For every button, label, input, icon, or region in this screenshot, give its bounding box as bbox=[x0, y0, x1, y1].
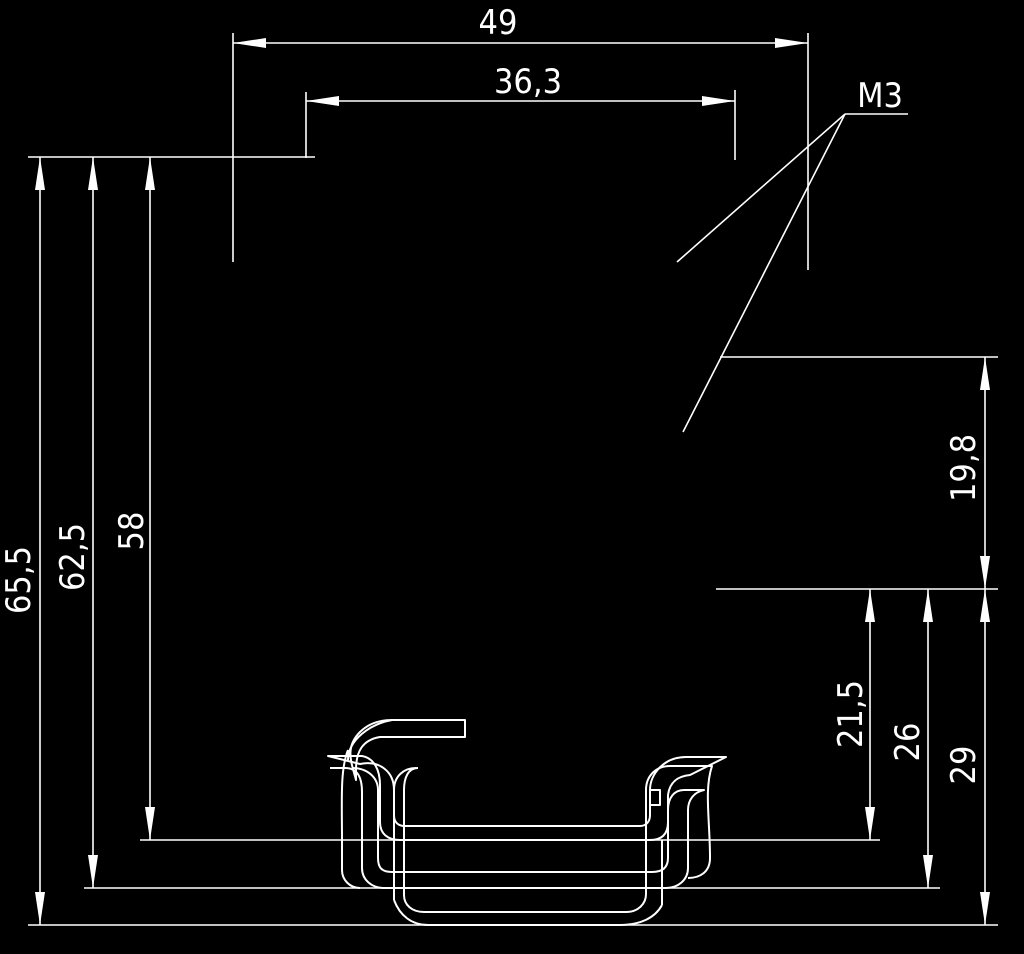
arrow-bottom-19-8 bbox=[980, 556, 990, 589]
arrow-top-21-5 bbox=[865, 589, 875, 622]
arrow-top-62-5 bbox=[88, 157, 98, 190]
dimension-label-58: 58 bbox=[112, 512, 152, 551]
dimension-21-5: 21,5 bbox=[831, 589, 875, 840]
dimension-65-5: 65,5 bbox=[0, 157, 45, 925]
arrow-top-65-5 bbox=[35, 157, 45, 190]
dimension-62-5: 62,5 bbox=[53, 157, 98, 888]
arrow-top-26 bbox=[923, 589, 933, 622]
arrow-bottom-29 bbox=[980, 892, 990, 925]
dimension-label-21-5: 21,5 bbox=[831, 680, 871, 748]
arrow-bottom-21-5 bbox=[865, 807, 875, 840]
thread-callout-m3: M3 bbox=[676, 76, 908, 433]
thread-label-m3: M3 bbox=[857, 76, 903, 116]
arrow-bottom-58 bbox=[145, 807, 155, 840]
dimension-26: 26 bbox=[888, 589, 933, 888]
arrow-bottom-65-5 bbox=[35, 892, 45, 925]
dimension-label-62-5: 62,5 bbox=[53, 523, 93, 591]
dimension-19-8: 19,8 bbox=[944, 357, 990, 589]
dimension-label-49: 49 bbox=[479, 3, 518, 43]
rail-profile-large-body bbox=[340, 719, 713, 926]
dimension-label-19-8: 19,8 bbox=[944, 434, 984, 502]
rail-profile-large bbox=[349, 719, 466, 781]
rail-profile-small bbox=[327, 755, 727, 841]
arrow-left-49 bbox=[233, 38, 266, 48]
dimension-label-26: 26 bbox=[888, 723, 928, 762]
rail-profile-medium bbox=[330, 767, 705, 889]
arrow-top-29 bbox=[980, 589, 990, 622]
dimension-58: 58 bbox=[112, 157, 155, 840]
arrow-right-49 bbox=[775, 38, 808, 48]
arrow-right-36-3 bbox=[702, 96, 735, 106]
dimension-label-65-5: 65,5 bbox=[0, 546, 39, 614]
rail-profile-group bbox=[327, 719, 727, 926]
arrow-top-58 bbox=[145, 157, 155, 190]
arrow-bottom-26 bbox=[923, 855, 933, 888]
arrow-left-36-3 bbox=[306, 96, 339, 106]
dimension-49: 49 bbox=[232, 3, 809, 270]
dimension-36-3: 36,3 bbox=[305, 62, 736, 160]
dimension-label-36-3: 36,3 bbox=[494, 62, 562, 102]
arrow-top-19-8 bbox=[980, 357, 990, 390]
dimension-label-29: 29 bbox=[944, 746, 984, 785]
dimension-29: 29 bbox=[944, 589, 990, 925]
arrow-bottom-62-5 bbox=[88, 855, 98, 888]
